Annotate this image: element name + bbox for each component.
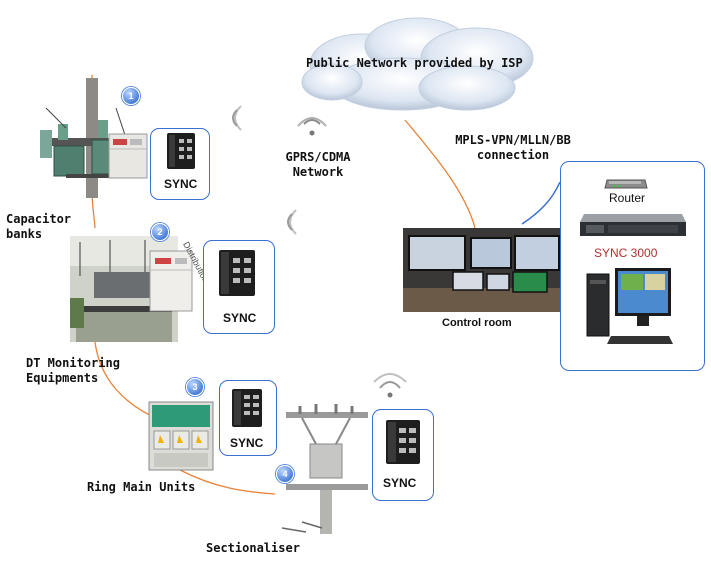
server-label: SYNC 3000 [594,246,658,260]
site-badge: 2 [151,223,169,241]
sync-label: SYNC [230,436,264,450]
site-caption: Ring Main Units [87,480,195,495]
site-caption: DT Monitoring Equipments [26,356,120,386]
gprs-label: GPRS/CDMA Network [276,150,360,180]
sync-label: SYNC [223,311,257,325]
sync-device-icon [232,389,262,427]
cloud-to-control-line [404,119,476,229]
sectionaliser-photo [282,404,368,534]
wifi-icon [297,117,327,136]
workstation-icon [586,268,673,344]
server-icon [580,214,686,236]
site-caption: Sectionaliser [206,541,300,556]
monitoring-cabinet-photo [149,250,193,312]
sync-label: SYNC [164,177,198,191]
control-room-callout-tail [521,181,561,225]
site-caption: Capacitor banks [6,212,71,242]
sync-device-icon [219,250,255,296]
control-room-label: Control room [442,317,512,329]
mpls-label-line2: connection [476,148,550,162]
site-caption-line1: Capacitor [6,212,72,226]
mpls-label: MPLS-VPN/MLLN/BB connection [448,133,578,163]
sync-device-icon [167,133,195,169]
wifi-icon [232,105,242,131]
capacitor-bank-photo [40,78,134,198]
site-caption-line2: banks [6,227,43,241]
control-room-photo [403,228,563,312]
wifi-icon [287,209,297,235]
site-badge: 4 [276,465,294,483]
control-cabinet-photo [108,133,148,179]
wifi-icon [373,373,407,398]
ring-main-unit-photo [148,401,214,471]
site-badge: 1 [122,87,140,105]
sync-device-icon [386,420,420,464]
router-icon [604,179,648,189]
site-caption-line2: Equipments [26,371,99,385]
rmu-to-sectionaliser-line [179,469,276,495]
gprs-label-line1: GPRS/CDMA [285,150,351,164]
site-caption-line1: Ring Main Units [87,480,196,494]
sync-label: SYNC [383,476,417,490]
site-caption-line1: Sectionaliser [206,541,300,555]
mpls-label-line1: MPLS-VPN/MLLN/BB [455,133,571,147]
cloud-icon [301,17,534,111]
gprs-label-line2: Network [292,165,344,179]
cloud-label: Public Network provided by ISP [306,56,523,70]
router-label: Router [609,191,646,205]
site-badge: 3 [186,378,204,396]
site-caption-line1: DT Monitoring [26,356,120,370]
